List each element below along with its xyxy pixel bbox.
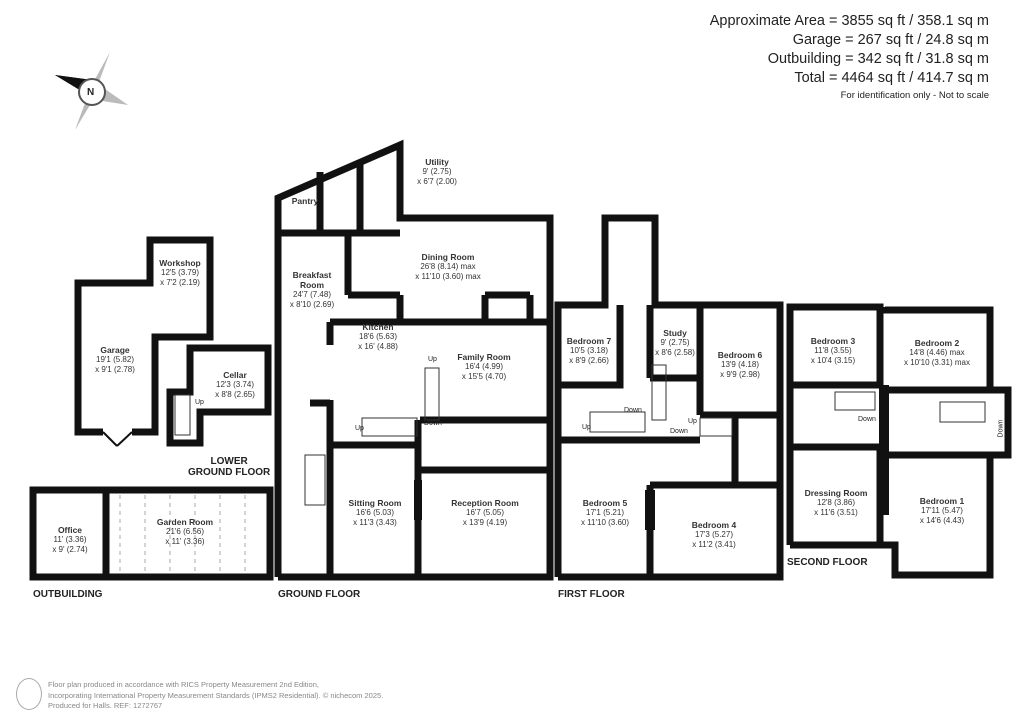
garage-area: Garage = 267 sq ft / 24.8 sq m bbox=[792, 32, 989, 48]
stair-label-down: Down bbox=[670, 428, 688, 435]
compass-north-letter: N bbox=[87, 87, 95, 98]
north-compass-icon bbox=[55, 52, 128, 130]
stair-label-up: Up bbox=[582, 424, 591, 431]
stair-label-down: Down bbox=[997, 419, 1005, 438]
scale-note: For identification only - Not to scale bbox=[840, 90, 989, 101]
stair-label-up: Up bbox=[688, 418, 697, 425]
fireplace bbox=[414, 480, 422, 520]
area-summary: Approximate Area = 3855 sq ft / 358.1 sq… bbox=[710, 12, 989, 104]
person-icon bbox=[16, 678, 42, 710]
garage-walls bbox=[74, 236, 214, 447]
ground-floor-walls bbox=[274, 139, 554, 581]
fireplace bbox=[645, 490, 655, 530]
stair-label-up: Up bbox=[195, 399, 204, 406]
floor-label-ground: GROUND FLOOR bbox=[278, 589, 361, 600]
total-area: Total = 4464 sq ft / 414.7 sq m bbox=[794, 70, 989, 86]
first-floor-walls bbox=[554, 214, 784, 581]
approximate-area: Approximate Area = 3855 sq ft / 358.1 sq… bbox=[709, 13, 989, 29]
stair-label-down: Down bbox=[424, 420, 442, 427]
floor-label-second: SECOND FLOOR bbox=[787, 557, 868, 568]
floor-label-outbuilding: OUTBUILDING bbox=[33, 589, 103, 600]
staircases bbox=[174, 364, 986, 506]
cellar-walls bbox=[166, 344, 272, 447]
stair-label-down: Down bbox=[858, 416, 876, 423]
room-pantry: Pantry bbox=[291, 196, 319, 206]
outbuilding-area: Outbuilding = 342 sq ft / 31.8 sq m bbox=[767, 51, 989, 67]
stair-label-up: Up bbox=[428, 356, 437, 363]
footer-credits: Floor plan produced in accordance with R… bbox=[48, 680, 384, 710]
chimney-breast bbox=[879, 385, 889, 515]
stair-label-up: Up bbox=[355, 425, 364, 432]
garden-room-beams bbox=[119, 495, 246, 572]
floor-label-first: FIRST FLOOR bbox=[558, 589, 625, 600]
stair-label-down: Down bbox=[624, 407, 642, 414]
outbuilding-walls bbox=[29, 486, 274, 581]
